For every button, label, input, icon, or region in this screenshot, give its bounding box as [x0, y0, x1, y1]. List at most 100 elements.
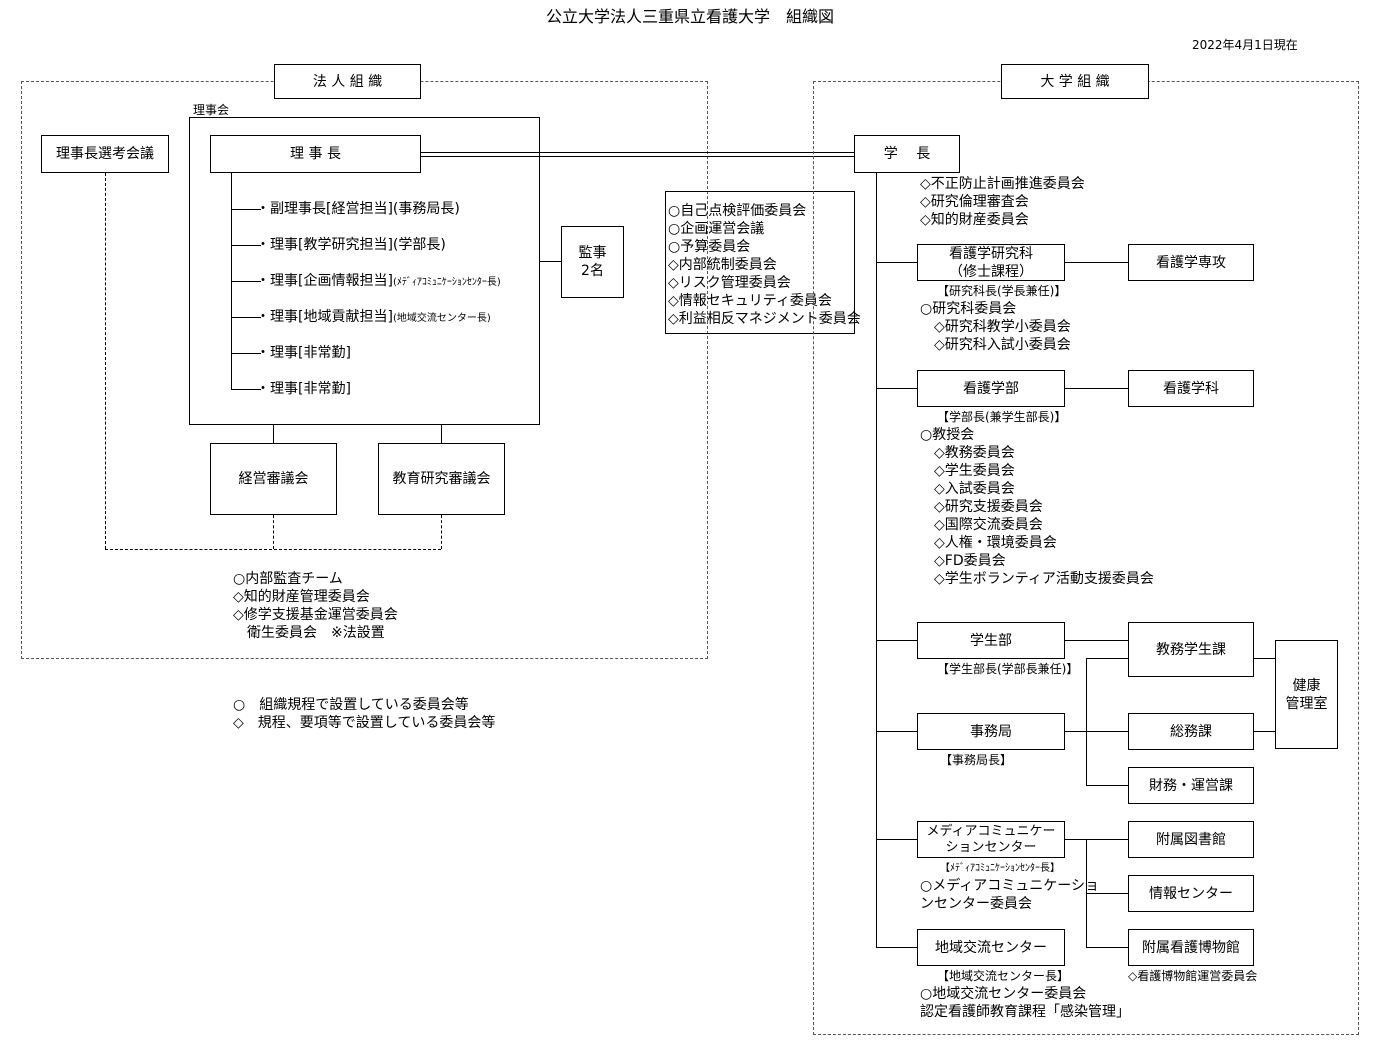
- connector: [1065, 262, 1128, 263]
- connector: [876, 839, 917, 840]
- media-head-label: 【ﾒﾃﾞｨｱｺﾐｭﾆｹｰｼｮﾝｾﾝﾀｰ長】: [940, 863, 1060, 874]
- legend: ○ 組織規程で設置している委員会等 ◇ 規程、要項等で設置している委員会等: [233, 696, 495, 732]
- secretariat-box: 事務局: [917, 713, 1065, 750]
- grad-school-sub: （修士課程）: [949, 263, 1033, 280]
- connector: [1065, 731, 1128, 732]
- connector: [1086, 658, 1128, 659]
- connector: [1086, 658, 1087, 785]
- info-center-label: 情報センター: [1149, 885, 1233, 902]
- connector: [1065, 839, 1128, 840]
- committee-item: ○自己点検評価委員会: [668, 203, 807, 219]
- faculty-label: 看護学部: [963, 380, 1019, 397]
- legend-item: ○ 組織規程で設置している委員会等: [233, 697, 469, 713]
- museum-box: 附属看護博物館: [1128, 929, 1254, 966]
- general-affairs-box: 総務課: [1128, 713, 1254, 750]
- committee-item: ○予算委員会: [668, 239, 751, 255]
- date-label: 2022年4月1日現在: [1192, 38, 1298, 52]
- library-box: 附属図書館: [1128, 821, 1254, 858]
- committee-item: ◇研究倫理審査会: [920, 194, 1029, 210]
- media-center-label: メディアコミュニケー: [926, 823, 1056, 839]
- connector: [231, 353, 261, 354]
- regional-center-label: 地域交流センター: [935, 939, 1047, 956]
- chairman-president-line: [421, 156, 854, 157]
- faculty-committee-list: ○教授会 ◇教務委員会 ◇学生委員会 ◇入試委員会 ◇研究支援委員会 ◇国際交流…: [920, 426, 1154, 588]
- board-frame: [189, 117, 540, 425]
- connector: [1086, 785, 1128, 786]
- committee-item: ◇利益相反マネジメント委員会: [668, 311, 861, 327]
- connector: [1065, 388, 1128, 389]
- connector: [231, 281, 261, 282]
- media-committee: ○メディアコミュニケーショ ンセンター委員会: [920, 877, 1099, 913]
- univ-header-label: 大 学 組 織: [1040, 73, 1110, 90]
- connector: [231, 245, 261, 246]
- finance-label: 財務・運営課: [1149, 777, 1233, 794]
- auditor-box: 監事 2名: [561, 226, 624, 298]
- president-label: 学 長: [883, 146, 931, 162]
- chairman-box: 理 事 長: [210, 135, 421, 173]
- director-item: ・副理事長[経営担当](事務局長): [256, 201, 460, 217]
- legend-item: ◇ 規程、要項等で設置している委員会等: [233, 715, 496, 731]
- grad-head-label: 【研究科長(学長兼任)】: [937, 284, 1067, 298]
- committee-item: ◇研究科教学小委員会: [920, 319, 1071, 335]
- director-note: (ﾒﾃﾞｨｱｺﾐｭﾆｹｰｼｮﾝｾﾝﾀｰ長): [392, 277, 501, 288]
- department-box: 看護学科: [1128, 370, 1254, 407]
- committee-item: ◇情報セキュリティ委員会: [668, 293, 832, 309]
- student-affairs-box: 学生部: [917, 622, 1065, 659]
- committee-item: ◇不正防止計画推進委員会: [920, 176, 1085, 192]
- grad-school-label: 看護学研究科: [949, 245, 1033, 262]
- academic-student-div-label: 教務学生課: [1156, 641, 1226, 658]
- corp-header-label: 法 人 組 織: [312, 73, 383, 90]
- committee-item: ○企画運営会議: [668, 221, 765, 237]
- management-council-box: 経営審議会: [210, 443, 337, 515]
- connector: [273, 425, 274, 443]
- committee-item: ◇内部統制委員会: [668, 257, 777, 273]
- corp-committee-list: ○内部監査チーム ◇知的財産管理委員会 ◇修学支援基金運営委員会 衛生委員会 ※…: [233, 570, 398, 642]
- connector: [1065, 640, 1128, 641]
- committee-item: ○メディアコミュニケーショ: [920, 878, 1099, 894]
- general-affairs-label: 総務課: [1170, 723, 1212, 740]
- committee-item: ◇修学支援基金運営委員会: [233, 607, 398, 623]
- middle-committee-box: [665, 191, 855, 334]
- regional-committee-list: ○地域交流センター委員会 認定看護師教育課程「感染管理」: [920, 985, 1130, 1021]
- regional-head-label: 【地域交流センター長】: [937, 969, 1070, 983]
- chairman-selection-box: 理事長選考会議: [41, 135, 169, 173]
- committee-item: ◇学生委員会: [920, 463, 1015, 479]
- connector: [441, 425, 442, 443]
- health-office-box: 健康 管理室: [1275, 640, 1338, 749]
- board-label: 理事会: [193, 103, 230, 117]
- committee-item: ◇教務委員会: [920, 445, 1015, 461]
- director-item: ・理事[非常勤]: [256, 381, 351, 397]
- connector: [876, 640, 917, 641]
- museum-label: 附属看護博物館: [1142, 939, 1240, 956]
- committee-item: ◇知的財産委員会: [920, 212, 1029, 228]
- director-item: ・理事[企画情報担当](ﾒﾃﾞｨｱｺﾐｭﾆｹｰｼｮﾝｾﾝﾀｰ長): [256, 273, 501, 289]
- connector: [876, 947, 917, 948]
- connector: [231, 389, 261, 390]
- finance-box: 財務・運営課: [1128, 767, 1254, 804]
- corp-header: 法 人 組 織: [274, 64, 421, 99]
- committee-item: ◇知的財産管理委員会: [233, 589, 370, 605]
- connector: [1086, 947, 1128, 948]
- connector: [231, 317, 261, 318]
- department-label: 看護学科: [1163, 380, 1219, 397]
- academic-student-div-box: 教務学生課: [1128, 622, 1254, 677]
- committee-item: ○研究科委員会: [920, 301, 1017, 317]
- grad-school-box: 看護学研究科 （修士課程）: [917, 244, 1065, 281]
- director-item: ・理事[教学研究担当](学部長): [256, 237, 446, 253]
- committee-item: ンセンター委員会: [920, 896, 1032, 912]
- committee-item: ◇国際交流委員会: [920, 517, 1043, 533]
- connector: [876, 388, 917, 389]
- univ-spine: [876, 173, 877, 947]
- secretariat-label: 事務局: [970, 723, 1012, 740]
- connector: [231, 209, 261, 210]
- management-council-label: 経営審議会: [238, 471, 309, 487]
- committee-item: ◇リスク管理委員会: [668, 275, 791, 291]
- dashed-connector: [105, 549, 441, 550]
- committee-item: ○教授会: [920, 427, 975, 443]
- student-affairs-label: 学生部: [970, 632, 1012, 649]
- dashed-connector: [273, 515, 274, 549]
- chairman-label: 理 事 長: [290, 146, 341, 162]
- director-item: ・理事[非常勤]: [256, 345, 351, 361]
- president-committee-list: ◇不正防止計画推進委員会 ◇研究倫理審査会 ◇知的財産委員会: [920, 175, 1085, 229]
- committee-item: 衛生委員会 ※法設置: [233, 625, 385, 641]
